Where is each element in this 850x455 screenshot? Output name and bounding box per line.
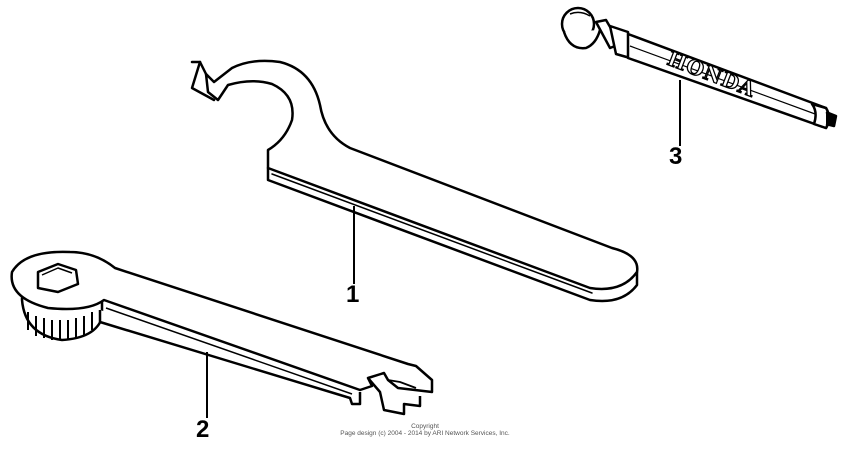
copyright-notice: Page design (c) 2004 - 2014 by ARI Netwo…	[340, 430, 510, 437]
pin-spanner-tube	[560, 6, 838, 130]
hook-spanner-wrench	[190, 59, 639, 303]
tube-brand-text: HONDA	[664, 46, 759, 102]
copyright-label: Copyright	[411, 423, 439, 430]
nut-wrench	[10, 250, 434, 416]
callout-2: 2	[196, 416, 210, 443]
callout-1: 1	[346, 281, 360, 308]
callout-3: 3	[669, 143, 683, 170]
